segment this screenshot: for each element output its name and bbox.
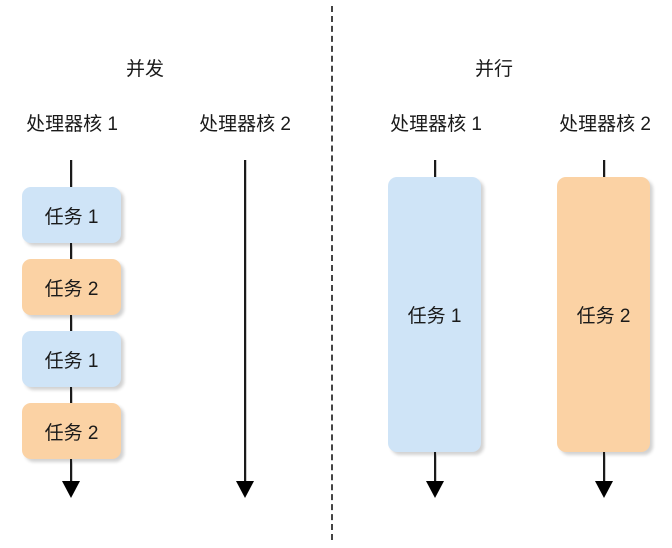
- section-title-parallel: 并行: [474, 59, 513, 80]
- lane-line-concurrent-core-1-seg-0: [70, 160, 73, 187]
- lane-line-concurrent-core-1-seg-2: [70, 315, 73, 331]
- arrow-head-concurrent-core-2: [236, 481, 254, 498]
- lane-line-parallel-core-2-seg-1: [603, 452, 606, 482]
- task-box-parallel-c1-1[interactable]: 任务 1: [388, 177, 481, 452]
- core-label-parallel-core-2: 处理器核 2: [559, 114, 651, 135]
- lane-line-parallel-core-1-seg-0: [434, 160, 437, 177]
- task-box-concurrent-c1-2[interactable]: 任务 2: [22, 259, 121, 315]
- arrow-head-parallel-core-1: [426, 481, 444, 498]
- panel-divider: [331, 6, 333, 540]
- core-label-concurrent-core-2: 处理器核 2: [199, 114, 291, 135]
- task-box-concurrent-c1-3[interactable]: 任务 1: [22, 331, 121, 387]
- lane-line-concurrent-core-2: [244, 160, 247, 482]
- task-box-concurrent-c1-4[interactable]: 任务 2: [22, 403, 121, 459]
- task-box-concurrent-c1-1[interactable]: 任务 1: [22, 187, 121, 243]
- lane-line-parallel-core-1-seg-1: [434, 452, 437, 482]
- lane-line-concurrent-core-1-seg-4: [70, 459, 73, 482]
- task-box-parallel-c2-1[interactable]: 任务 2: [557, 177, 650, 452]
- lane-line-parallel-core-2-seg-0: [603, 160, 606, 177]
- lane-line-concurrent-core-1-seg-1: [70, 243, 73, 259]
- lane-line-concurrent-core-1-seg-3: [70, 387, 73, 403]
- core-label-parallel-core-1: 处理器核 1: [390, 114, 482, 135]
- section-title-concurrent: 并发: [125, 59, 164, 80]
- arrow-head-parallel-core-2: [595, 481, 613, 498]
- core-label-concurrent-core-1: 处理器核 1: [26, 114, 118, 135]
- arrow-head-concurrent-core-1: [62, 481, 80, 498]
